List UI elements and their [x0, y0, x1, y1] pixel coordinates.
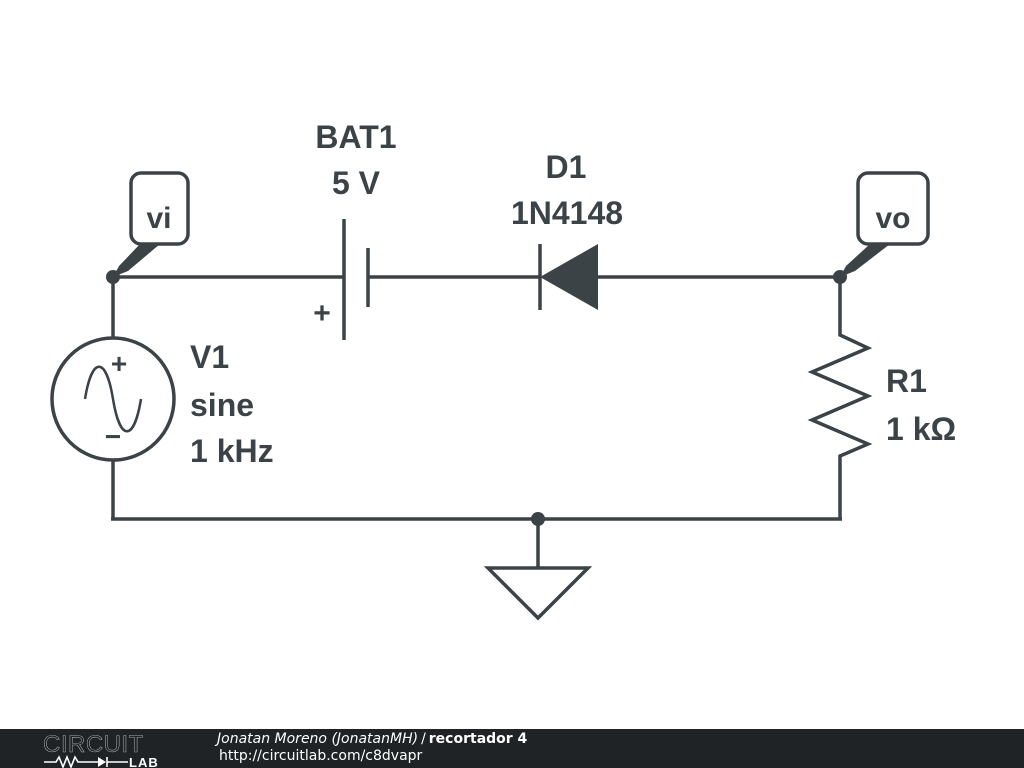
battery-value: 5 V [332, 165, 381, 201]
source-name: V1 [190, 339, 229, 375]
logo-diode-icon [98, 757, 106, 767]
circuit-schematic: + BAT1 5 V D1 1N4148 + − V1 sine 1 kHz R… [50, 119, 956, 621]
logo-bottom-text: LAB [129, 755, 159, 768]
source-frequency: 1 kHz [190, 433, 274, 469]
battery-plus-sign: + [313, 297, 331, 330]
source-plus-sign: + [111, 348, 127, 379]
probe-vo-pointer [840, 244, 890, 277]
footer-circuit-title[interactable]: recortador 4 [428, 731, 528, 747]
footer-separator: / [421, 731, 426, 747]
source-circle [50, 336, 176, 462]
resistor-name: R1 [886, 363, 927, 399]
footer-line-1: Jonatan Moreno (JonatanMH)/recortador 4 [217, 731, 527, 748]
resistor-zigzag [807, 323, 873, 468]
footer-author[interactable]: Jonatan Moreno (JonatanMH) [217, 731, 419, 747]
probe-vo-label: vo [875, 202, 910, 235]
diode-value: 1N4148 [511, 195, 623, 231]
source-minus-sign: − [105, 421, 121, 452]
resistor-value: 1 kΩ [886, 411, 956, 447]
battery-bat1[interactable]: + BAT1 5 V [313, 119, 397, 340]
sine-wave-icon [83, 365, 143, 433]
battery-name: BAT1 [315, 119, 396, 155]
footer-url[interactable]: http://circuitlab.com/c8dvapr [219, 748, 423, 764]
probe-vo[interactable]: vo [840, 171, 930, 277]
probe-vi-label: vi [146, 202, 171, 235]
footer-bar: CIRCUIT LAB Jonatan Moreno (JonatanMH)/r… [0, 729, 1024, 768]
diode-d1[interactable]: D1 1N4148 [511, 149, 623, 310]
source-v1[interactable]: + − V1 sine 1 kHz [50, 336, 274, 469]
diode-name: D1 [546, 149, 587, 185]
footer-info: Jonatan Moreno (JonatanMH)/recortador 4 … [217, 731, 527, 765]
probe-vi-box [129, 171, 190, 246]
logo-top-text: CIRCUIT [43, 731, 144, 758]
probe-vi[interactable]: vi [113, 171, 190, 277]
node-ground [531, 512, 545, 526]
probe-vi-pointer [113, 244, 160, 277]
logo-resistor-icon [44, 754, 98, 768]
diode-triangle [540, 244, 598, 310]
ground-symbol[interactable] [483, 566, 593, 621]
wires [111, 275, 842, 568]
source-type: sine [190, 387, 254, 423]
ground-icon [483, 566, 593, 621]
probe-vo-box [856, 171, 930, 246]
circuitlab-logo[interactable]: CIRCUIT LAB [0, 729, 210, 768]
resistor-r1[interactable]: R1 1 kΩ [807, 323, 956, 468]
